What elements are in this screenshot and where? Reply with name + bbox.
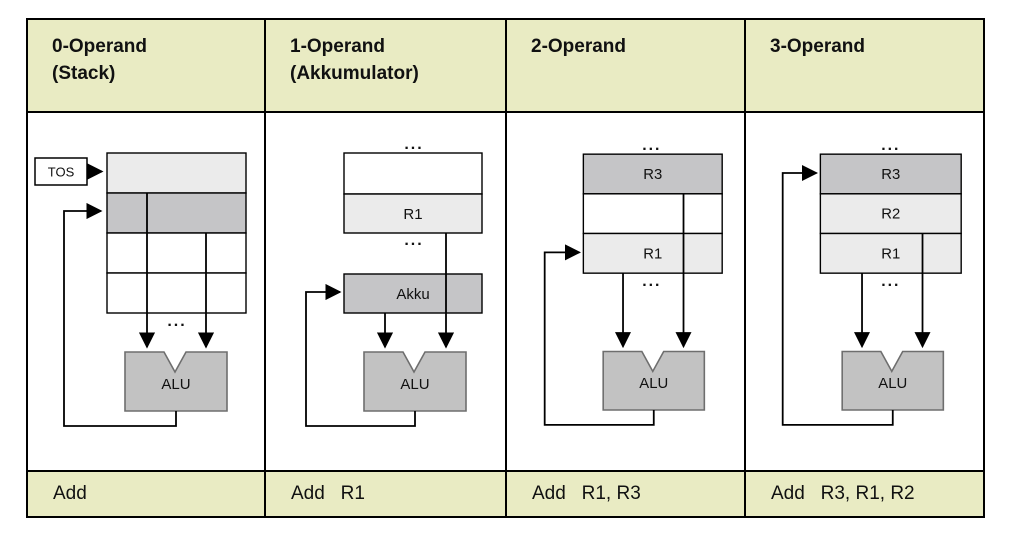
tos-label: TOS	[48, 165, 75, 180]
register-label-r1: R1	[881, 246, 900, 262]
three-operand-diagram-svg: ... R3 R2 R1 ... ALU	[781, 137, 962, 426]
register-cell-0	[343, 152, 483, 195]
instruction-text: Add	[53, 483, 87, 504]
registers-ellipsis-bottom: ...	[881, 273, 900, 290]
register-cell-r1	[343, 193, 483, 234]
column-header: 0-Operand (Stack)	[28, 20, 264, 113]
stack-cell-2	[106, 232, 247, 274]
column-header: 2-Operand	[507, 20, 744, 113]
register-label-r1: R1	[403, 206, 422, 223]
alu-box	[841, 350, 945, 411]
register-cell-1	[582, 193, 723, 235]
alu-box	[602, 350, 706, 411]
register-label-r3: R3	[643, 167, 662, 183]
registers-ellipsis-top: ...	[642, 137, 661, 154]
instruction-text: Add R1	[291, 483, 365, 504]
alu-label: ALU	[400, 376, 429, 393]
instruction-text: Add R3, R1, R2	[771, 483, 915, 504]
three-operand-architecture-diagram: ... R3 R2 R1 ... ALU	[746, 113, 983, 470]
tos-box	[34, 157, 88, 186]
header-line1: 0-Operand	[52, 36, 148, 57]
register-label-r1: R1	[643, 246, 662, 262]
column-3-operand: 3-Operand ... R3 R2 R1	[744, 20, 983, 516]
instruction-text: Add R1, R3	[532, 483, 641, 504]
registers-ellipsis-top: ...	[881, 137, 900, 154]
akku-label: Akku	[396, 286, 429, 303]
stack-diagram-svg: TOS ... ALU	[34, 152, 247, 427]
alu-label: ALU	[639, 376, 668, 392]
column-2-operand: 2-Operand ... R3 R1	[505, 20, 744, 516]
accumulator-diagram-svg: ... R1 ... Akku ALU	[305, 136, 483, 427]
alu-label: ALU	[878, 376, 907, 392]
alu-box	[363, 351, 467, 412]
register-cell-r1	[582, 232, 723, 274]
header-line2: (Akkumulator)	[290, 63, 419, 84]
alu-result-feedback-wire	[305, 283, 416, 427]
isa-comparison-table: 0-Operand (Stack) TOS	[26, 18, 985, 518]
header-line2: (Stack)	[52, 63, 116, 84]
alu-label: ALU	[161, 376, 190, 393]
accumulator-architecture-diagram: ... R1 ... Akku ALU	[266, 113, 505, 470]
register-label-r2: R2	[881, 207, 900, 223]
register-cell-r3	[582, 153, 723, 195]
registers-ellipsis-top: ...	[404, 136, 423, 153]
alu-result-feedback-wire	[781, 164, 894, 426]
registers-ellipsis-bottom: ...	[642, 273, 661, 290]
stack-ellipsis: ...	[167, 313, 186, 330]
column-header: 3-Operand	[746, 20, 983, 113]
stack-cell-1	[106, 192, 247, 234]
instruction-cell: Add	[28, 470, 264, 516]
instruction-cell: Add R3, R1, R2	[746, 470, 983, 516]
stack-cell-3	[106, 272, 247, 314]
register-label-r3: R3	[881, 167, 900, 183]
register-cell-r3	[819, 153, 962, 195]
column-header: 1-Operand (Akkumulator)	[266, 20, 505, 113]
stack-cell-0	[106, 152, 247, 194]
register-cell-r2	[819, 193, 962, 235]
two-operand-diagram-svg: ... R3 R1 ... ALU	[543, 137, 723, 426]
register-cell-r1	[819, 232, 962, 274]
instruction-cell: Add R1, R3	[507, 470, 744, 516]
two-operand-architecture-diagram: ... R3 R1 ... ALU	[507, 113, 744, 470]
column-0-operand: 0-Operand (Stack) TOS	[28, 20, 264, 516]
stack-architecture-diagram: TOS ... ALU	[28, 113, 264, 470]
header-line1: 1-Operand	[290, 36, 386, 57]
instruction-cell: Add R1	[266, 470, 505, 516]
header-line1: 3-Operand	[770, 36, 866, 57]
header-line1: 2-Operand	[531, 36, 627, 57]
registers-ellipsis-bottom: ...	[404, 232, 423, 249]
alu-box	[124, 351, 228, 412]
alu-result-feedback-wire	[63, 202, 177, 427]
alu-result-feedback-wire	[543, 244, 655, 426]
akku-register-box	[343, 273, 483, 314]
column-1-operand: 1-Operand (Akkumulator) ... R1 ...	[264, 20, 505, 516]
